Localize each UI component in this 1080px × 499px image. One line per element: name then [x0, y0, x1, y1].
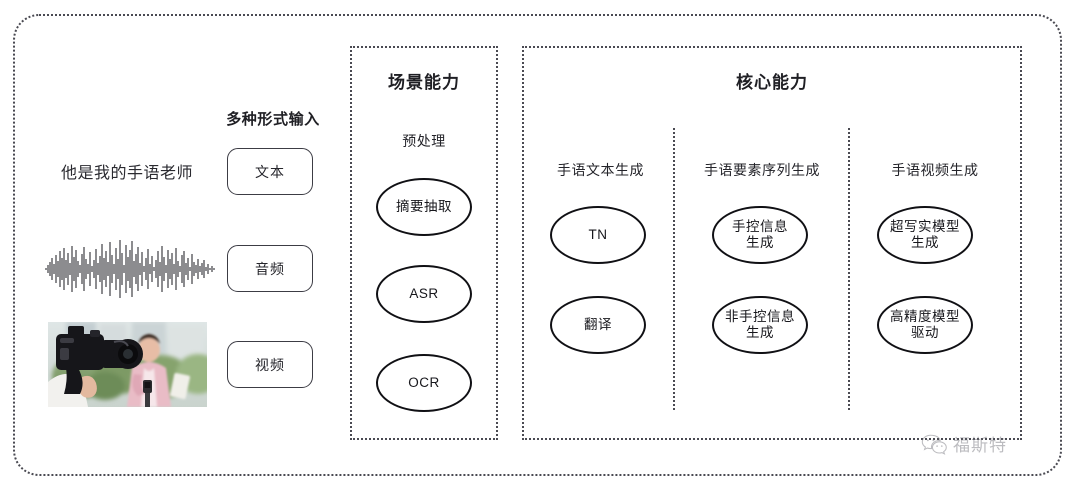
core-divider-1 — [673, 128, 675, 410]
core-capability-title: 核心能力 — [736, 73, 808, 92]
scene-capability-title: 场景能力 — [388, 73, 460, 92]
input-chip-audio[interactable]: 音频 — [227, 245, 313, 292]
core-capability-box — [522, 46, 1022, 440]
outer-frame — [13, 14, 1062, 476]
scene-node-summary-label: 摘要抽取 — [396, 198, 452, 214]
core-node-non-manual-feature-label: 非手控信息生成 — [725, 308, 795, 340]
core-node-translate[interactable]: 翻译 — [550, 296, 646, 354]
core-divider-2 — [848, 128, 850, 410]
watermark: 福斯特 — [921, 431, 1007, 456]
core-node-tn-label: TN — [588, 226, 608, 242]
video-thumbnail-photo — [48, 322, 207, 407]
watermark-text: 福斯特 — [953, 436, 1007, 455]
core-node-highprecision-model-label: 高精度模型驱动 — [890, 308, 960, 340]
scene-capability-box — [350, 46, 498, 440]
sample-sentence-text: 他是我的手语老师 — [60, 165, 193, 182]
input-chip-text[interactable]: 文本 — [227, 148, 313, 195]
scene-node-ocr-label: OCR — [408, 374, 440, 390]
core-node-photoreal-model[interactable]: 超写实模型生成 — [877, 206, 973, 264]
input-chip-video[interactable]: 视频 — [227, 341, 313, 388]
core-node-manual-feature[interactable]: 手控信息生成 — [712, 206, 808, 264]
scene-node-summary[interactable]: 摘要抽取 — [376, 178, 472, 236]
scene-column-label: 预处理 — [402, 133, 446, 149]
core-node-highprecision-model[interactable]: 高精度模型驱动 — [877, 296, 973, 354]
core-column-1-label: 手语文本生成 — [557, 162, 644, 178]
input-chip-audio-label: 音频 — [255, 260, 285, 277]
scene-node-asr[interactable]: ASR — [376, 265, 472, 323]
scene-node-ocr[interactable]: OCR — [376, 354, 472, 412]
core-column-3-label: 手语视频生成 — [891, 162, 979, 178]
core-node-manual-feature-label: 手控信息生成 — [732, 218, 788, 250]
input-panel-heading: 多种形式输入 — [226, 111, 320, 128]
core-node-non-manual-feature[interactable]: 非手控信息生成 — [712, 296, 808, 354]
core-node-tn[interactable]: TN — [550, 206, 646, 264]
core-node-translate-label: 翻译 — [584, 316, 612, 332]
wechat-icon — [921, 433, 947, 455]
core-node-photoreal-model-label: 超写实模型生成 — [890, 218, 960, 250]
audio-waveform — [45, 238, 217, 300]
input-chip-video-label: 视频 — [255, 356, 285, 373]
scene-node-asr-label: ASR — [409, 285, 439, 301]
core-column-2-label: 手语要素序列生成 — [704, 162, 820, 178]
input-chip-text-label: 文本 — [255, 163, 285, 180]
